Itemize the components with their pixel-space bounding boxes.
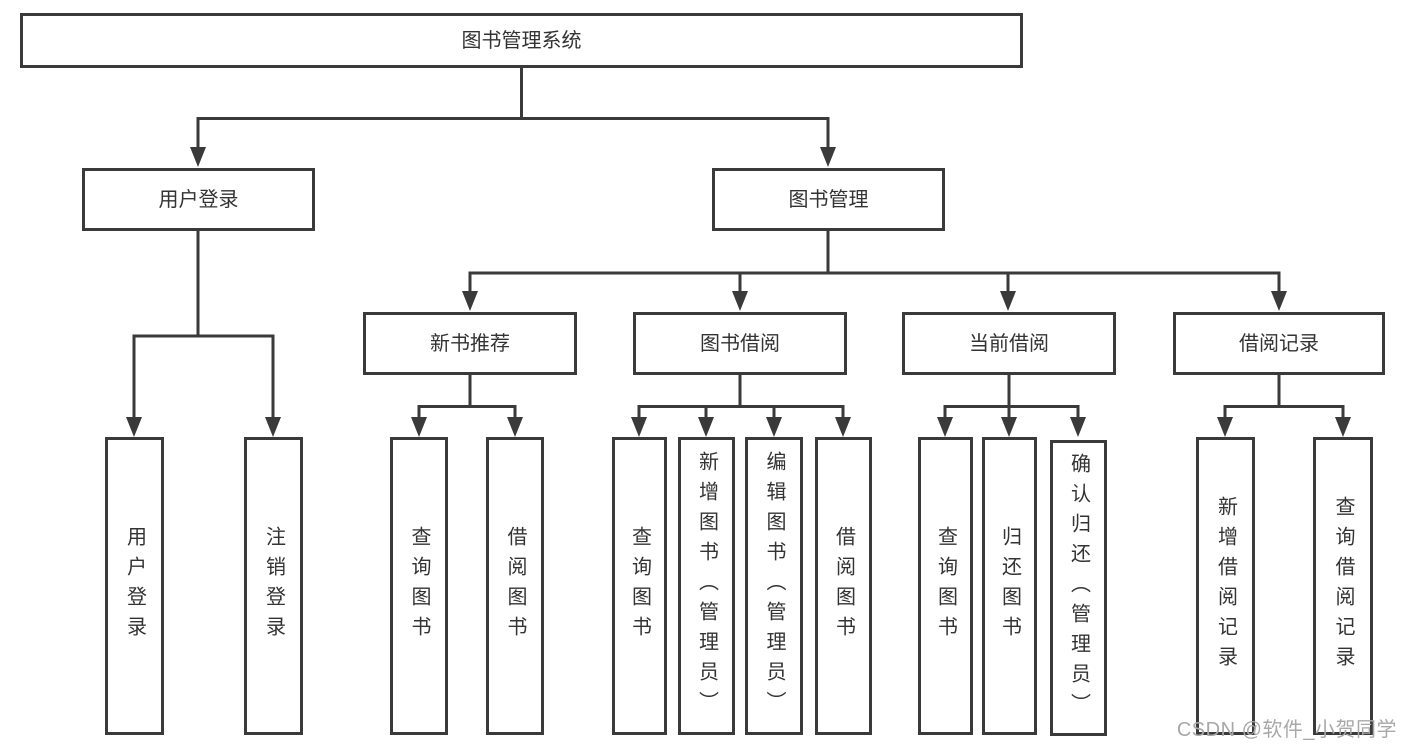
watermark: CSDN @软件_小贺同学 [1176,719,1397,741]
node-new-book-recommend: 新书推荐 [363,312,577,375]
node-borrowing-records: 借阅记录 [1173,312,1385,375]
leaf-return-books: 归还图书 [982,437,1037,735]
connector-new-book-to-leaves [417,373,517,419]
connector-borrow-records-to-leaves [1223,373,1345,419]
leaf-user-login: 用户登录 [105,437,164,735]
connector-root-to-level2 [196,66,830,149]
leaf-borrow-books-recommend: 借阅图书 [486,437,544,735]
leaf-query-books-current: 查询图书 [918,437,973,735]
leaf-query-books-borrow: 查询图书 [612,437,667,735]
node-book-borrowing: 图书借阅 [633,312,847,375]
root-node-library-management-system: 图书管理系统 [20,13,1023,68]
node-user-login: 用户登录 [82,168,315,231]
leaf-logout: 注销登录 [244,437,303,735]
connector-current-borrow-to-leaves [943,373,1080,419]
leaf-query-borrow-record: 查询借阅记录 [1313,437,1373,735]
connector-book-management-to-level3 [468,229,1281,293]
leaf-query-books-recommend: 查询图书 [390,437,448,735]
connector-user-login-to-leaves [132,229,275,419]
leaf-add-books-admin: 新增图书（管理员） [678,437,735,735]
leaf-borrow-books: 借阅图书 [815,437,872,735]
leaf-add-borrow-record: 新增借阅记录 [1196,437,1255,735]
node-current-borrowing: 当前借阅 [902,312,1116,375]
leaf-confirm-return-admin: 确认归还（管理员） [1050,440,1107,736]
leaf-edit-books-admin: 编辑图书（管理员） [745,437,803,735]
connector-book-borrow-to-leaves [637,373,845,419]
node-book-management: 图书管理 [712,168,945,231]
